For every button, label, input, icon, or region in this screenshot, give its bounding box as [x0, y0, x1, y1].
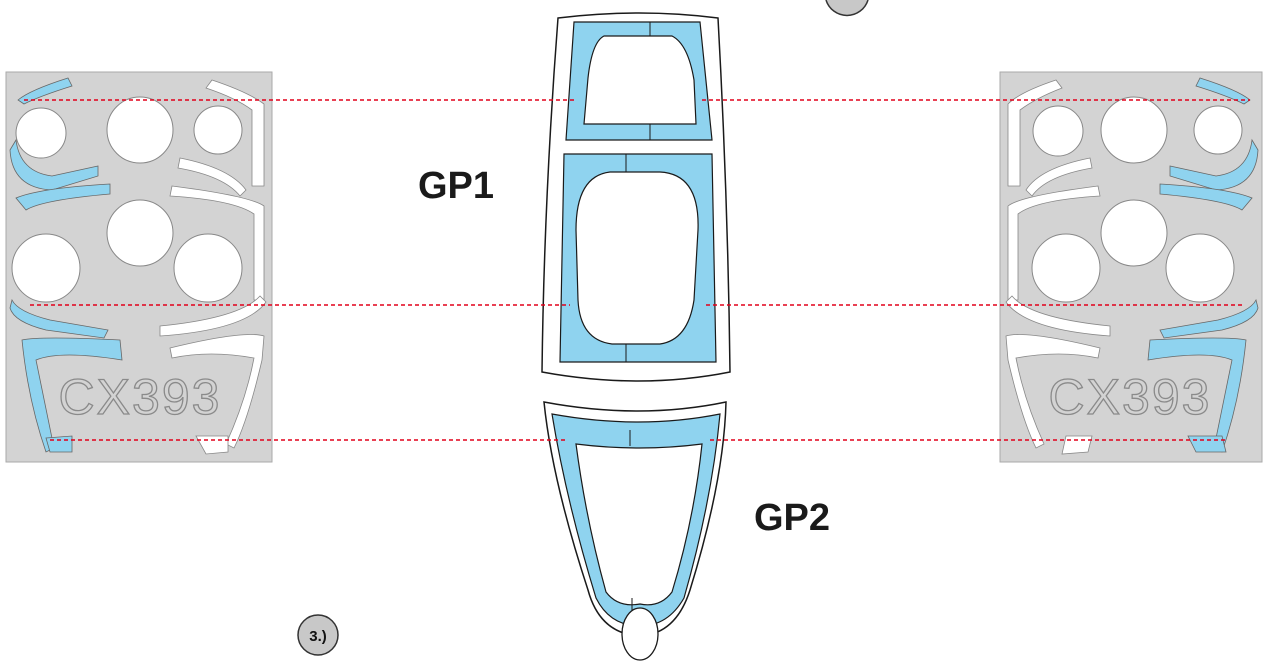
sheet-code-right: CX393: [1049, 369, 1212, 425]
mask-sheet-left: CX393: [5, 71, 273, 463]
canopy-rear-knob: [621, 607, 659, 661]
step-badge: 3.): [297, 614, 339, 656]
label-gp1: GP1: [418, 165, 494, 207]
leader-lines: [24, 99, 1250, 441]
step-badge-partial: [825, 0, 869, 17]
canopy-part-gp1: [541, 12, 731, 382]
canopy-part-gp2: [543, 401, 727, 661]
label-gp2: GP2: [754, 497, 830, 539]
step-number: 3.): [309, 628, 327, 645]
mask-sheet-right: CX393: [999, 71, 1263, 463]
sheet-code-left: CX393: [59, 369, 222, 425]
